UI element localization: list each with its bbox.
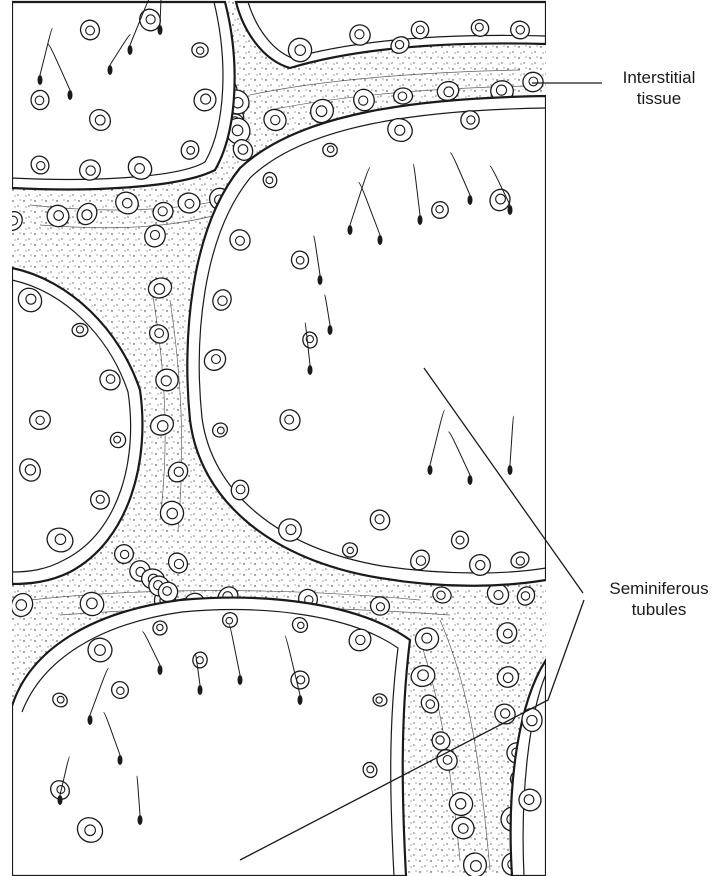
label-seminiferous-line2: tubules xyxy=(592,599,726,620)
label-interstitial-tissue: Interstitial tissue xyxy=(600,67,718,109)
label-seminiferous-tubules: Seminiferous tubules xyxy=(592,578,726,620)
germ-cell xyxy=(342,543,357,558)
germ-cell xyxy=(31,90,49,109)
interstitial-cell xyxy=(393,88,412,104)
germ-cell xyxy=(322,143,338,157)
label-interstitial-line2: tissue xyxy=(600,88,718,109)
label-interstitial-line1: Interstitial xyxy=(600,67,718,88)
label-seminiferous-line1: Seminiferous xyxy=(592,578,726,599)
germ-cell xyxy=(191,42,208,57)
interstitial-cell xyxy=(523,72,544,92)
germ-cell xyxy=(72,323,89,337)
